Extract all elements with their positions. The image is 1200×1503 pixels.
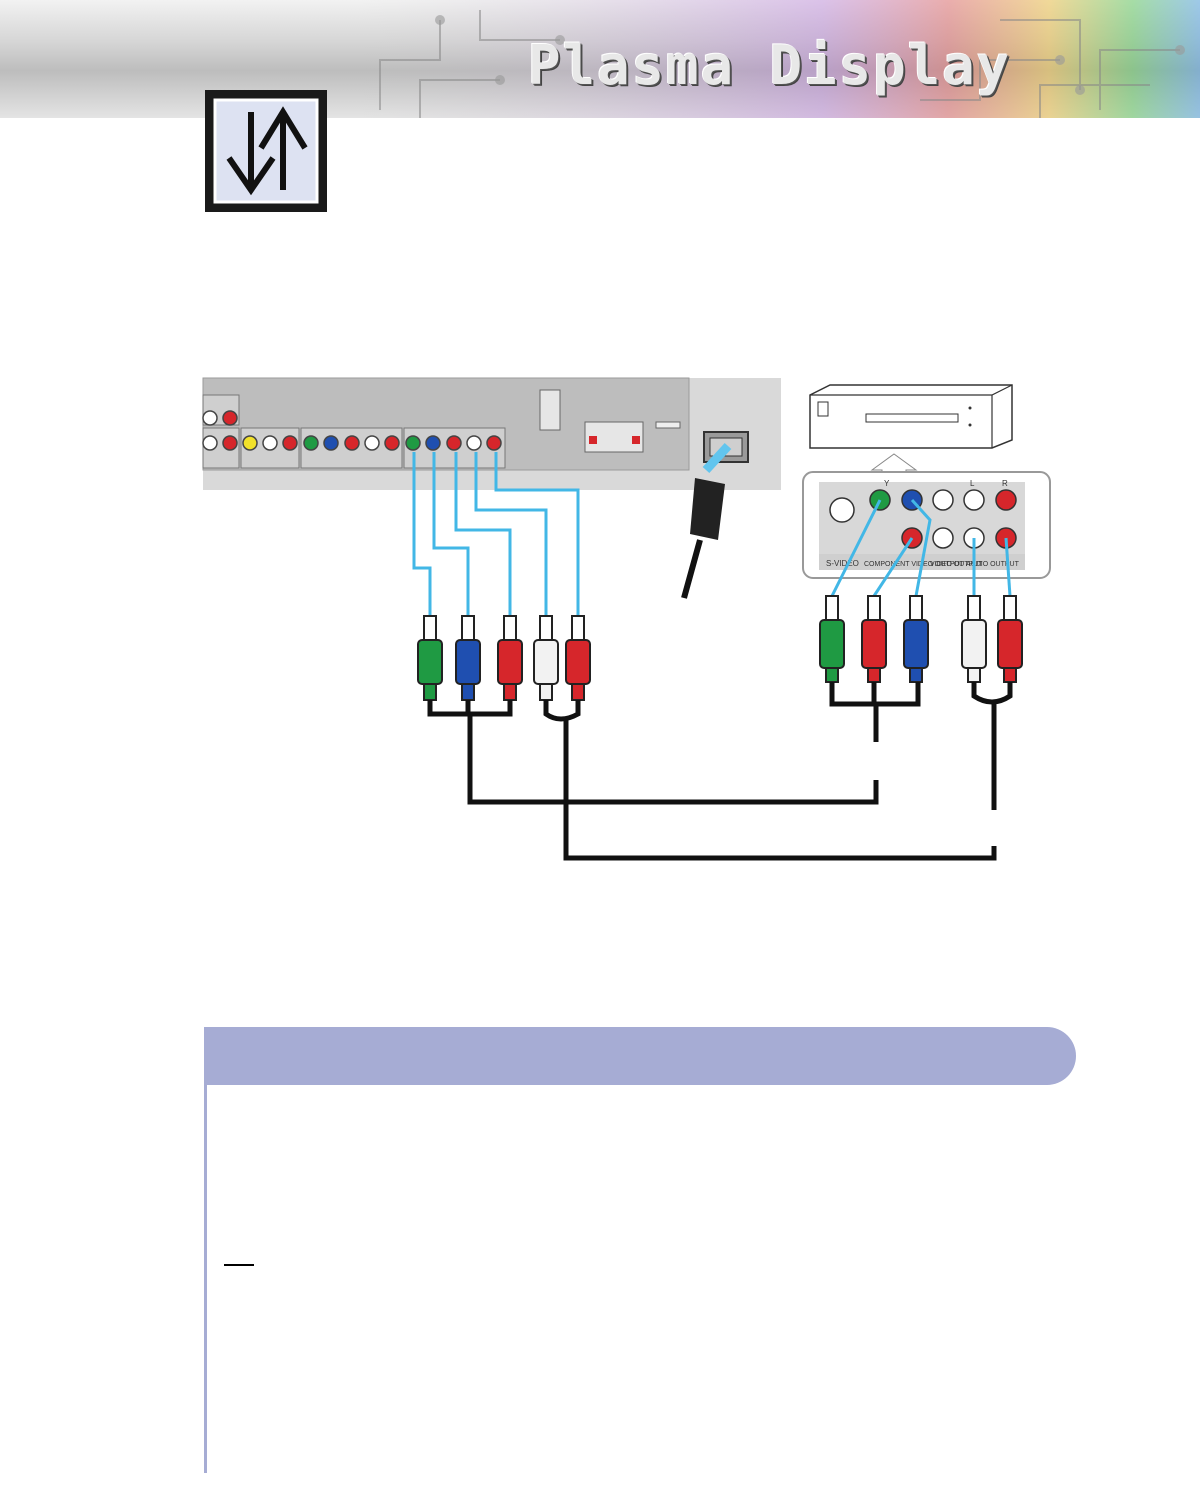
audio-output-label: AUDIO OUTPUT	[966, 561, 1020, 568]
y-label: Y	[884, 479, 890, 488]
section-header-box	[204, 1027, 1076, 1085]
device-side-plugs	[819, 595, 1023, 683]
connection-diagram: S-VIDEO COMPONENT VIDEO OUTPUT VIDEO OUT…	[202, 377, 1051, 861]
tv-connection-wires	[412, 452, 580, 616]
l-label: L	[970, 479, 975, 488]
note-mark	[224, 1264, 254, 1266]
component-output-label: COMPONENT VIDEO OUTPUT	[864, 561, 965, 568]
page-title: Plasma Display	[528, 34, 1012, 97]
video-output-label: VIDEO OUTPUT	[930, 561, 983, 568]
audio-cable	[543, 682, 1013, 861]
source-device	[809, 384, 1013, 479]
component-cable	[427, 682, 921, 805]
connection-arrows-icon	[205, 90, 327, 212]
tv-rear-panel	[202, 377, 781, 490]
header-banner: Plasma Display	[0, 0, 1200, 118]
power-cable	[681, 442, 732, 599]
circuit-pattern	[360, 0, 1200, 118]
tv-side-plugs	[417, 615, 591, 701]
section-rule	[204, 1085, 207, 1473]
device-connection-wires	[830, 498, 1012, 597]
s-video-label: S-VIDEO	[826, 559, 859, 568]
r-label: R	[1002, 479, 1008, 488]
